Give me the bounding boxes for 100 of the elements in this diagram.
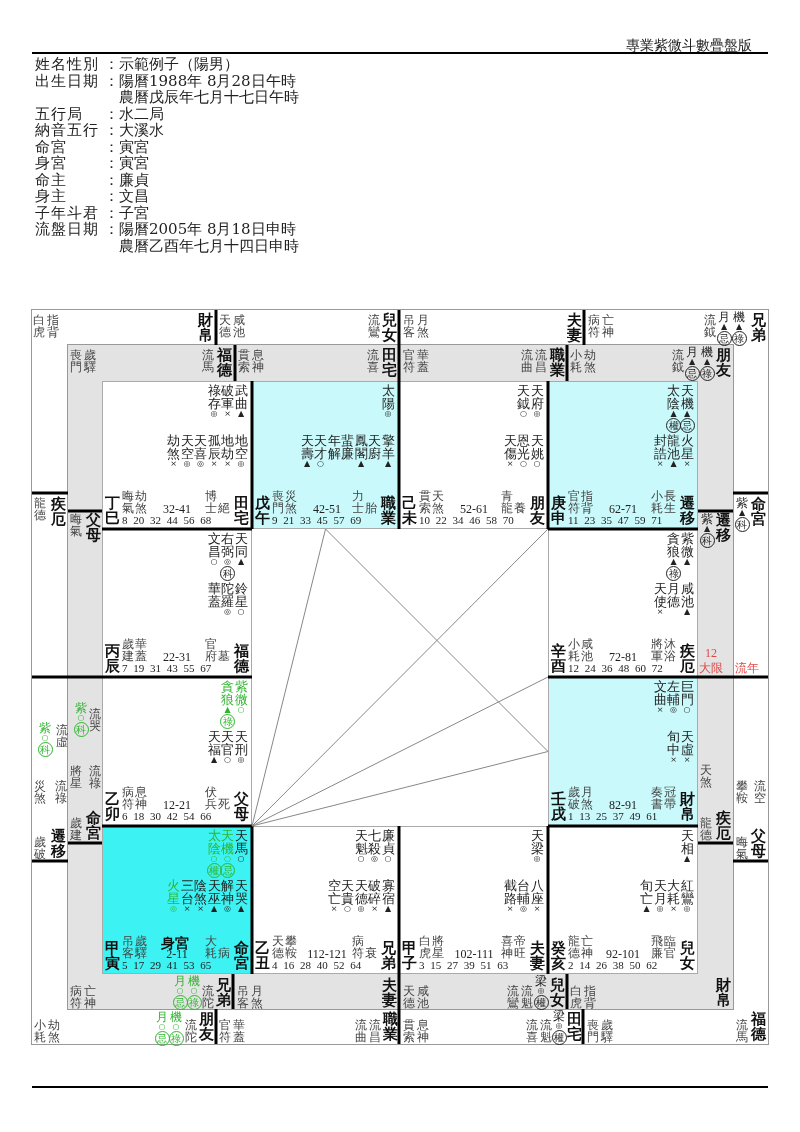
age-range: 102-111: [453, 947, 495, 962]
deity-name: 冠帶: [664, 786, 676, 810]
field-value: ：陽曆2005年 8月18日申時: [104, 220, 296, 238]
star-name: 旬亡▲: [640, 879, 653, 913]
deity-name: 流昌: [535, 349, 547, 373]
deity-name: 龍德: [34, 497, 46, 521]
star-name: 天梁◎: [530, 829, 544, 863]
age-list: 12 24 36 48 60 72: [568, 662, 663, 674]
star-name: 天相▲: [680, 829, 694, 863]
deity-name: 病符: [70, 985, 82, 1009]
palace-name: 田宅: [382, 348, 397, 378]
deity-name: 歲驛: [601, 1019, 613, 1043]
star-name: 右弼◎科: [221, 532, 234, 581]
deity-name: 歲破: [568, 786, 580, 810]
deity-name: 咸池: [233, 314, 245, 338]
deity-name: 絕: [218, 502, 230, 514]
deity-name: 貫索: [419, 490, 431, 514]
star-name: 鳳閣▲: [354, 434, 368, 468]
deity-name: 劫煞: [48, 1019, 60, 1043]
deity-name: 官府: [205, 638, 217, 662]
star-name: 天哭▲: [234, 879, 248, 913]
deity-name: 天德: [219, 314, 231, 338]
deity-name: 流馬: [736, 1019, 748, 1043]
age-list: 2 14 26 38 50 62: [568, 959, 658, 971]
star-name: 孤辰×: [207, 434, 221, 468]
connector-line: [251, 751, 549, 827]
field-value: ：水二局: [104, 104, 164, 123]
star-name: 八座×: [530, 879, 544, 913]
deity-name: 天煞: [432, 490, 444, 514]
palace-name: 疾厄: [680, 644, 695, 674]
deity-name: 華蓋: [417, 349, 429, 373]
star-name: 台輔◎: [517, 879, 530, 913]
deity-name: 博士: [205, 490, 217, 514]
deity-name: 病符: [352, 935, 364, 959]
age-range: 92-101: [605, 947, 641, 962]
field-value: 農曆乙酉年七月十四日申時: [119, 236, 299, 256]
stem-branch: 丙辰: [105, 644, 120, 674]
deity-name: 小耗: [34, 1019, 46, 1043]
stem-branch: 乙丑: [255, 941, 270, 971]
deity-name: 流魁: [540, 1019, 552, 1043]
star-name: 天壽▲: [300, 434, 314, 468]
stem-branch: 乙卯: [105, 792, 120, 822]
deity-name: 華蓋: [233, 1019, 245, 1043]
field-value: 農曆戊辰年七月十七日午時: [119, 88, 299, 106]
deity-name: 咸池: [417, 985, 429, 1009]
deity-name: 官符: [219, 1019, 231, 1043]
star-name: 紅鸞◎: [680, 879, 694, 913]
age-range: 12-21: [162, 798, 192, 813]
age-list: 7 19 31 43 55 67: [122, 662, 212, 674]
star-name: 火星◎: [167, 879, 180, 913]
palace-name: 朋友: [530, 496, 545, 526]
star-name: 天喜◎: [194, 434, 207, 468]
deity-name: 流鉞: [672, 349, 684, 373]
palace-cell: [399, 381, 548, 529]
deity-name: 天德: [403, 985, 415, 1009]
star-name: 天傷×: [503, 434, 517, 468]
stem-branch: 壬戌: [551, 792, 566, 822]
field-value: ：子宮: [104, 203, 149, 222]
connector-line: [251, 528, 549, 827]
star-name: 空亡×: [327, 879, 341, 913]
star-name: 陰煞×: [194, 879, 207, 913]
palace-name: 夫妻: [567, 313, 582, 343]
age-range: 52-61: [459, 502, 489, 517]
star-name: 天姚○: [530, 434, 544, 468]
deity-name: 官符: [403, 349, 415, 373]
palace-name: 朋友: [199, 1012, 214, 1042]
age-list: 8 20 32 44 56 68: [122, 514, 212, 526]
star-name: 華蓋: [207, 582, 221, 608]
deity-name: 死: [218, 798, 230, 810]
field-value: ：文昌: [104, 187, 149, 205]
age-list: 5 17 29 41 53 65: [122, 959, 212, 971]
star-name: 陀羅◎: [221, 582, 234, 616]
deity-name: 息神: [135, 786, 147, 810]
age-range: 112-121: [306, 947, 348, 962]
overlay-label: 12: [705, 646, 717, 661]
star-name: 天官○: [221, 730, 234, 764]
palace-name: 兒女: [382, 313, 397, 343]
deity-name: 歲建: [122, 638, 134, 662]
palace-name: 兄弟: [381, 941, 396, 971]
palace-cell: [548, 529, 698, 677]
star-name: 文曲×: [653, 680, 667, 714]
field-label: 命主: [35, 170, 67, 189]
star-name: 七殺◎: [368, 829, 381, 863]
star-name: 地空◎: [234, 434, 248, 468]
star-name: 旬中×: [667, 730, 680, 764]
star-name: 紫微▲: [680, 532, 694, 566]
palace-name: 財帛: [198, 313, 213, 343]
star-name: 大耗×: [667, 879, 680, 913]
star-name: 天才○: [314, 434, 327, 468]
age-list: 6 18 30 42 54 66: [122, 810, 212, 822]
palace-cell: [399, 826, 548, 974]
deity-name: 病符: [588, 314, 600, 338]
star-name: 龍池▲: [667, 434, 680, 468]
stem-branch: 庚申: [551, 496, 566, 526]
field-value: ：陽曆1988年 8月28日午時: [104, 71, 296, 90]
star-name: 天機▲忌: [680, 384, 694, 433]
deity-name: 長生: [664, 490, 676, 514]
star-name: 寡宿▲: [381, 879, 395, 913]
palace-name: 夫妻: [530, 941, 545, 971]
field-label: 流盤日期: [35, 220, 99, 239]
